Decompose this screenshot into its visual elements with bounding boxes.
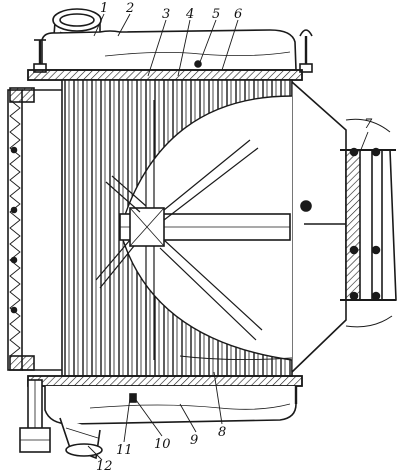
callout-1: 1 <box>100 1 108 16</box>
shroud-flange <box>300 118 397 328</box>
upper-header-plate <box>27 69 303 81</box>
callout-10: 10 <box>154 437 171 452</box>
callout-12: 12 <box>96 459 113 474</box>
callout-6: 6 <box>234 7 242 22</box>
callout-3: 3 <box>162 7 170 22</box>
fan-assembly <box>95 95 293 361</box>
callout-11: 11 <box>116 443 133 458</box>
fan-shroud <box>291 81 347 373</box>
radiator-body <box>7 8 397 460</box>
drain-cock <box>19 379 51 453</box>
callout-9: 9 <box>190 433 198 448</box>
callout-5: 5 <box>212 7 220 22</box>
callout-7: 7 <box>364 117 373 132</box>
lower-header-plate <box>27 375 303 387</box>
callout-8: 8 <box>218 425 226 440</box>
callout-labels: 1 2 3 4 5 6 7 8 9 10 11 12 <box>96 1 373 474</box>
leader-lines <box>87 13 369 461</box>
upper-tank <box>41 29 297 71</box>
callout-2: 2 <box>125 1 134 16</box>
callout-4: 4 <box>185 7 194 22</box>
side-frame <box>7 87 62 371</box>
